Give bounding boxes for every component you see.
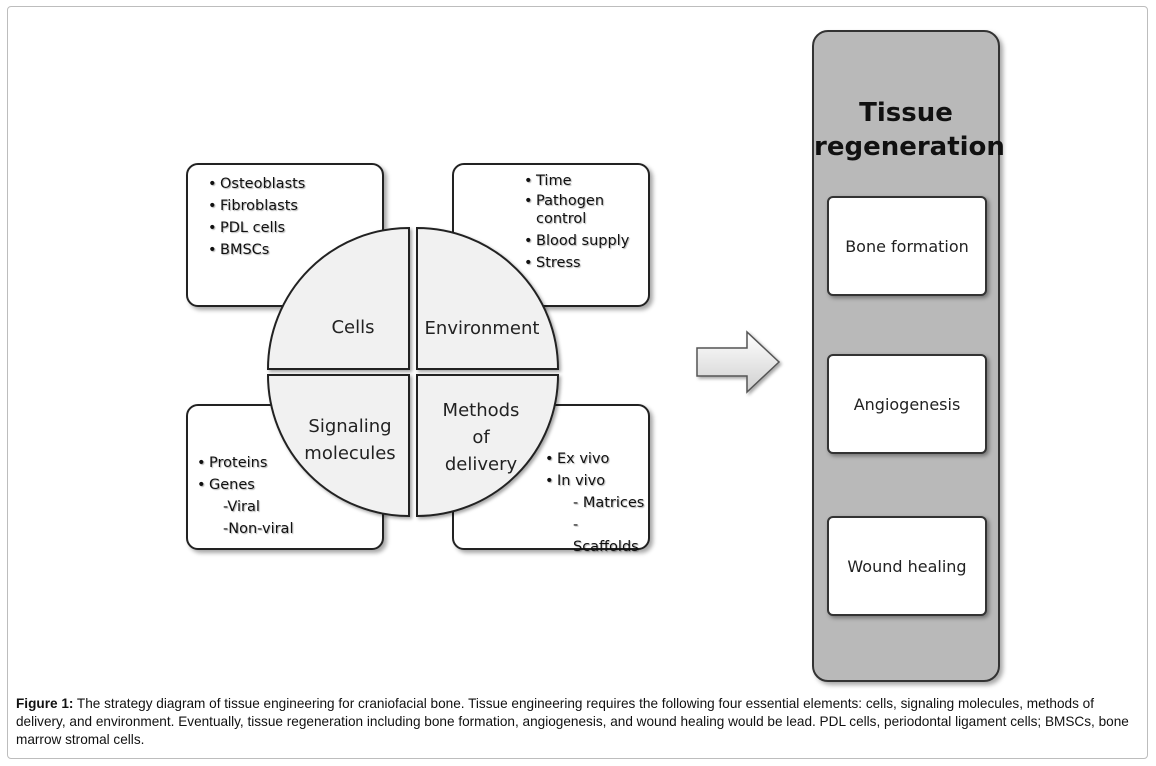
cells-item: PDL cells bbox=[208, 217, 305, 239]
environment-item: Blood supply bbox=[524, 230, 646, 252]
panel-title-line1: Tissue bbox=[859, 98, 953, 128]
delivery-label-line3: delivery bbox=[444, 454, 518, 475]
delivery-subitem: - Matrices bbox=[573, 495, 645, 511]
delivery-label-line1: Methods bbox=[442, 400, 520, 421]
delivery-quadrant bbox=[416, 374, 560, 518]
signaling-item: Genes bbox=[197, 474, 293, 496]
cells-item: Osteoblasts bbox=[208, 173, 305, 195]
delivery-subitem: - Scaffolds bbox=[573, 517, 639, 555]
signaling-label-line2: molecules bbox=[304, 443, 396, 464]
environment-item: Stress bbox=[524, 252, 646, 274]
signaling-label: Signaling molecules bbox=[295, 413, 405, 467]
right-arrow-icon bbox=[696, 330, 781, 394]
cells-quadrant bbox=[266, 226, 410, 370]
signaling-subitem: -Viral bbox=[223, 499, 260, 515]
environment-item: Time bbox=[524, 170, 646, 192]
cells-list: Osteoblasts Fibroblasts PDL cells BMSCs bbox=[208, 173, 305, 261]
cells-label: Cells bbox=[331, 317, 375, 338]
cells-item: BMSCs bbox=[208, 239, 305, 261]
bone-formation-box: Bone formation bbox=[827, 196, 987, 296]
environment-list: Time Pathogen control Blood supply Stres… bbox=[524, 170, 646, 274]
signaling-label-line1: Signaling bbox=[308, 416, 392, 437]
tissue-regeneration-panel: Tissue regeneration Bone formation Angio… bbox=[812, 30, 1005, 682]
tissue-regeneration-title: Tissue regeneration bbox=[814, 96, 1005, 164]
caption-text: The strategy diagram of tissue engineeri… bbox=[16, 696, 1129, 747]
wound-healing-box: Wound healing bbox=[827, 516, 987, 616]
signaling-list: Proteins Genes -Viral -Non-viral bbox=[197, 452, 294, 540]
delivery-item: Ex vivo bbox=[545, 448, 648, 470]
delivery-list: Ex vivo In vivo - Matrices - Scaffolds bbox=[545, 448, 648, 558]
figure-caption: Figure 1: The strategy diagram of tissue… bbox=[16, 695, 1146, 749]
environment-quadrant bbox=[416, 226, 560, 370]
panel-title-line2: regeneration bbox=[814, 132, 1005, 162]
signaling-subitem: -Non-viral bbox=[223, 521, 294, 537]
angiogenesis-box: Angiogenesis bbox=[827, 354, 987, 454]
environment-item: Pathogen control bbox=[524, 192, 646, 230]
delivery-item: In vivo bbox=[545, 470, 648, 492]
signaling-quadrant bbox=[266, 374, 410, 518]
environment-label: Environment bbox=[424, 318, 540, 339]
signaling-item: Proteins bbox=[197, 452, 293, 474]
caption-label: Figure 1: bbox=[16, 696, 74, 711]
delivery-label: Methods of delivery bbox=[425, 397, 537, 478]
delivery-label-line2: of bbox=[472, 427, 490, 448]
cells-item: Fibroblasts bbox=[208, 195, 305, 217]
figure-frame bbox=[7, 6, 1148, 759]
